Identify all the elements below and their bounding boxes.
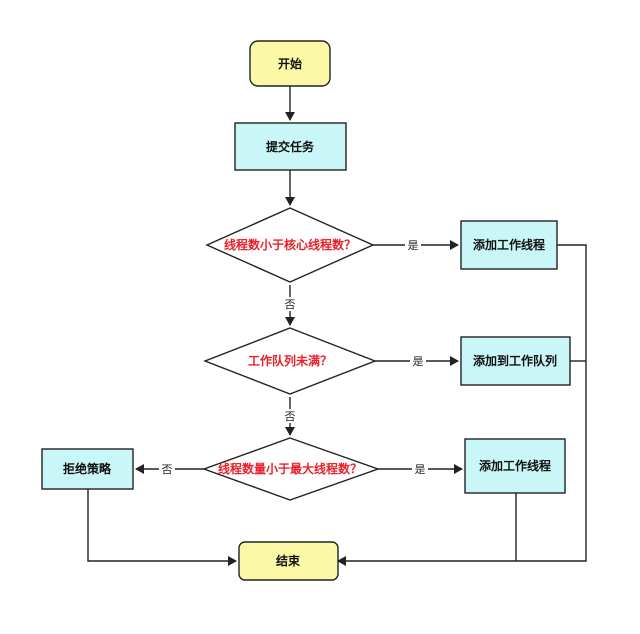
start-node: 开始	[249, 40, 331, 87]
decision-max-threads: 线程数量小于最大线程数？	[201, 437, 381, 501]
decision-queue-not-full: 工作队列未满？	[203, 327, 377, 395]
svg-text:否: 否	[285, 410, 296, 423]
add-worker-label-2: 添加工作线程	[479, 458, 551, 473]
edge-reject-to-end	[87, 489, 237, 566]
add-worker-node-1: 添加工作线程	[460, 220, 558, 270]
start-node-label: 开始	[278, 56, 302, 71]
submit-task-label: 提交任务	[266, 139, 315, 154]
edge-label-yes-3: 是	[412, 462, 428, 476]
edge-label-yes-1: 是	[405, 238, 421, 252]
reject-policy-node: 拒绝策略	[41, 448, 134, 490]
end-node: 结束	[238, 541, 339, 581]
decision-max-threads-label: 线程数量小于最大线程数？	[218, 461, 362, 476]
decision-core-threads: 线程数小于核心线程数？	[205, 207, 375, 283]
add-to-queue-node: 添加到工作队列	[460, 336, 571, 386]
decision-core-threads-label: 线程数小于核心线程数？	[224, 237, 356, 252]
svg-text:是: 是	[408, 239, 419, 252]
edge-label-no-3: 否	[159, 462, 175, 476]
svg-text:否: 否	[162, 463, 173, 476]
edge-label-no-2: 否	[282, 409, 298, 423]
svg-text:是: 是	[415, 463, 426, 476]
submit-task-node: 提交任务	[234, 122, 347, 171]
add-worker-label-1: 添加工作线程	[473, 237, 545, 252]
add-worker-node-2: 添加工作线程	[464, 438, 566, 494]
svg-text:否: 否	[285, 298, 296, 311]
end-node-label: 结束	[276, 553, 301, 568]
reject-policy-label: 拒绝策略	[63, 461, 112, 476]
edge-add-worker-1-to-end	[337, 244, 587, 566]
svg-text:是: 是	[413, 355, 424, 368]
edge-label-yes-2: 是	[410, 354, 426, 368]
decision-queue-not-full-label: 工作队列未满？	[248, 353, 332, 368]
edge-label-no-1: 否	[282, 297, 298, 311]
add-to-queue-label: 添加到工作队列	[473, 353, 557, 368]
